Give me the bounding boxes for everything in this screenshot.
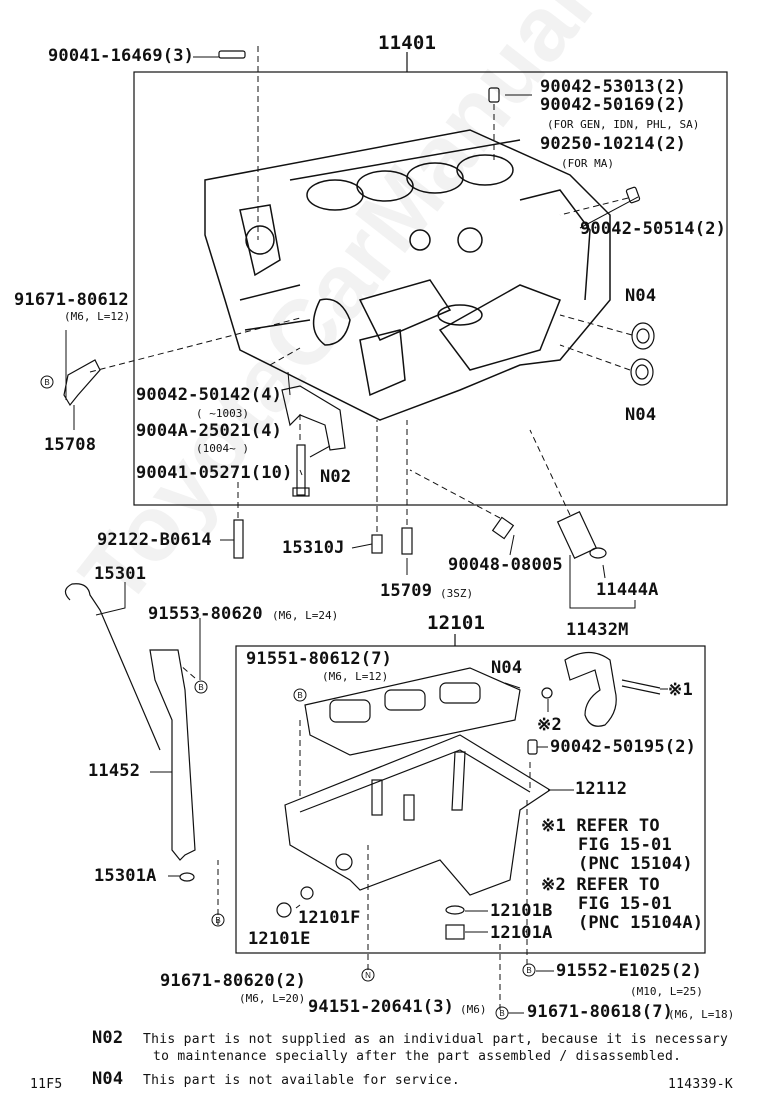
note-n02-code: N02 bbox=[92, 1028, 124, 1048]
baffle-plate-drawing bbox=[304, 667, 521, 756]
label-for-ma: (FOR MA) bbox=[561, 157, 614, 170]
figure-id: 114339-K bbox=[668, 1077, 734, 1092]
label-91671-80620-spec: (M6, L=20) bbox=[239, 992, 306, 1005]
label-n02: N02 bbox=[320, 467, 352, 487]
label-15709: 15709 bbox=[380, 581, 433, 601]
label-11432m: 11432M bbox=[566, 620, 629, 640]
label-15301: 15301 bbox=[94, 564, 147, 584]
label-n04-lower: N04 bbox=[625, 405, 657, 425]
ref1-line2: FIG 15-01 bbox=[578, 835, 672, 855]
label-90041-16469: 90041-16469(3) bbox=[48, 46, 195, 66]
label-94151-20641: 94151-20641(3) bbox=[308, 997, 455, 1017]
label-90041-05271: 90041-05271(10) bbox=[136, 463, 293, 483]
marker-b-91671-80618: B bbox=[499, 1009, 504, 1018]
engine-block-frame bbox=[133, 71, 728, 506]
marker-b-91671-80620: B bbox=[215, 916, 220, 925]
label-for-gen: (FOR GEN, IDN, PHL, SA) bbox=[547, 118, 700, 131]
label-n04-gasket: N04 bbox=[491, 658, 523, 678]
marker-b-91552: B bbox=[526, 966, 531, 975]
label-15708: 15708 bbox=[44, 435, 97, 455]
label-11452: 11452 bbox=[88, 761, 141, 781]
label-91671-80620: 91671-80620(2) bbox=[160, 971, 307, 991]
label-90042-50514: 90042-50514(2) bbox=[580, 219, 727, 239]
label-90042-50195: 90042-50195(2) bbox=[550, 737, 697, 757]
label-91551-80612-spec: (M6, L=12) bbox=[322, 670, 389, 683]
marker-b-91551: B bbox=[297, 691, 302, 700]
label-90048-08005: 90048-08005 bbox=[448, 555, 563, 575]
label-mark2: ※2 bbox=[537, 715, 562, 735]
label-9004a-25021-range: (1004~ ) bbox=[196, 442, 249, 455]
marker-b-15708: B bbox=[44, 378, 49, 387]
label-91671-80618: 91671-80618(7) bbox=[527, 1002, 674, 1022]
seal-lower-drawing bbox=[630, 358, 654, 386]
label-90042-50169: 90042-50169(2) bbox=[540, 95, 687, 115]
label-91671-80612: 91671-80612 bbox=[14, 290, 129, 310]
ref2-line1: ※2 REFER TO bbox=[541, 875, 660, 895]
label-11444a: 11444A bbox=[596, 580, 659, 600]
ref1-line3: (PNC 15104) bbox=[578, 854, 693, 874]
label-15310j: 15310J bbox=[282, 538, 345, 558]
oil-pan-frame bbox=[235, 645, 706, 954]
label-11401: 11401 bbox=[378, 32, 437, 54]
ref2-line3: (PNC 15104A) bbox=[578, 913, 704, 933]
label-92122-b0614: 92122-B0614 bbox=[97, 530, 212, 550]
label-12101b: 12101B bbox=[490, 901, 553, 921]
label-91671-80612-spec: (M6, L=12) bbox=[64, 310, 131, 323]
label-90042-50142-range: ( ~1003) bbox=[196, 407, 249, 420]
note-n02-text-1: This part is not supplied as an individu… bbox=[143, 1032, 729, 1047]
bearing-cap-drawing bbox=[281, 385, 346, 451]
label-15709-spec: (3SZ) bbox=[440, 587, 474, 600]
seal-upper-drawing bbox=[631, 322, 655, 350]
label-12101a: 12101A bbox=[490, 923, 553, 943]
label-91553-80620: 91553-80620 bbox=[148, 604, 263, 624]
cylinder-block-drawing bbox=[204, 129, 611, 421]
label-94151-20641-spec: (M6) bbox=[460, 1003, 487, 1016]
dipstick-drawing bbox=[64, 583, 161, 751]
label-91553-80620-spec: (M6, L=24) bbox=[272, 609, 339, 622]
marker-b-91553: B bbox=[198, 683, 203, 692]
label-12112: 12112 bbox=[575, 779, 628, 799]
marker-n-94151: N bbox=[365, 971, 371, 980]
oil-pan-drawing bbox=[284, 734, 552, 896]
label-9004a-25021: 9004A-25021(4) bbox=[136, 421, 283, 441]
note-n02-text-2: to maintenance specially after the part … bbox=[153, 1049, 682, 1064]
label-91552-e1025: 91552-E1025(2) bbox=[556, 961, 703, 981]
label-mark1: ※1 bbox=[668, 680, 693, 700]
label-12101f: 12101F bbox=[298, 908, 361, 928]
label-12101e: 12101E bbox=[248, 929, 311, 949]
ref2-line2: FIG 15-01 bbox=[578, 894, 672, 914]
page-code: 11F5 bbox=[30, 1077, 63, 1092]
label-90042-53013: 90042-53013(2) bbox=[540, 77, 687, 97]
oil-strainer-drawing bbox=[564, 651, 617, 727]
label-90042-50142: 90042-50142(4) bbox=[136, 385, 283, 405]
label-15301a: 15301A bbox=[94, 866, 157, 886]
note-n04-text: This part is not available for service. bbox=[143, 1073, 460, 1088]
label-n04-upper: N04 bbox=[625, 286, 657, 306]
label-12101: 12101 bbox=[427, 612, 486, 634]
label-91552-e1025-spec: (M10, L=25) bbox=[630, 985, 703, 998]
ref1-line1: ※1 REFER TO bbox=[541, 816, 660, 836]
label-90250-10214: 90250-10214(2) bbox=[540, 134, 687, 154]
label-91671-80618-spec: (M6, L=18) bbox=[668, 1008, 735, 1021]
dipstick-guide-drawing bbox=[149, 649, 196, 861]
note-n04-code: N04 bbox=[92, 1069, 124, 1089]
label-91551-80612: 91551-80612(7) bbox=[246, 649, 393, 669]
